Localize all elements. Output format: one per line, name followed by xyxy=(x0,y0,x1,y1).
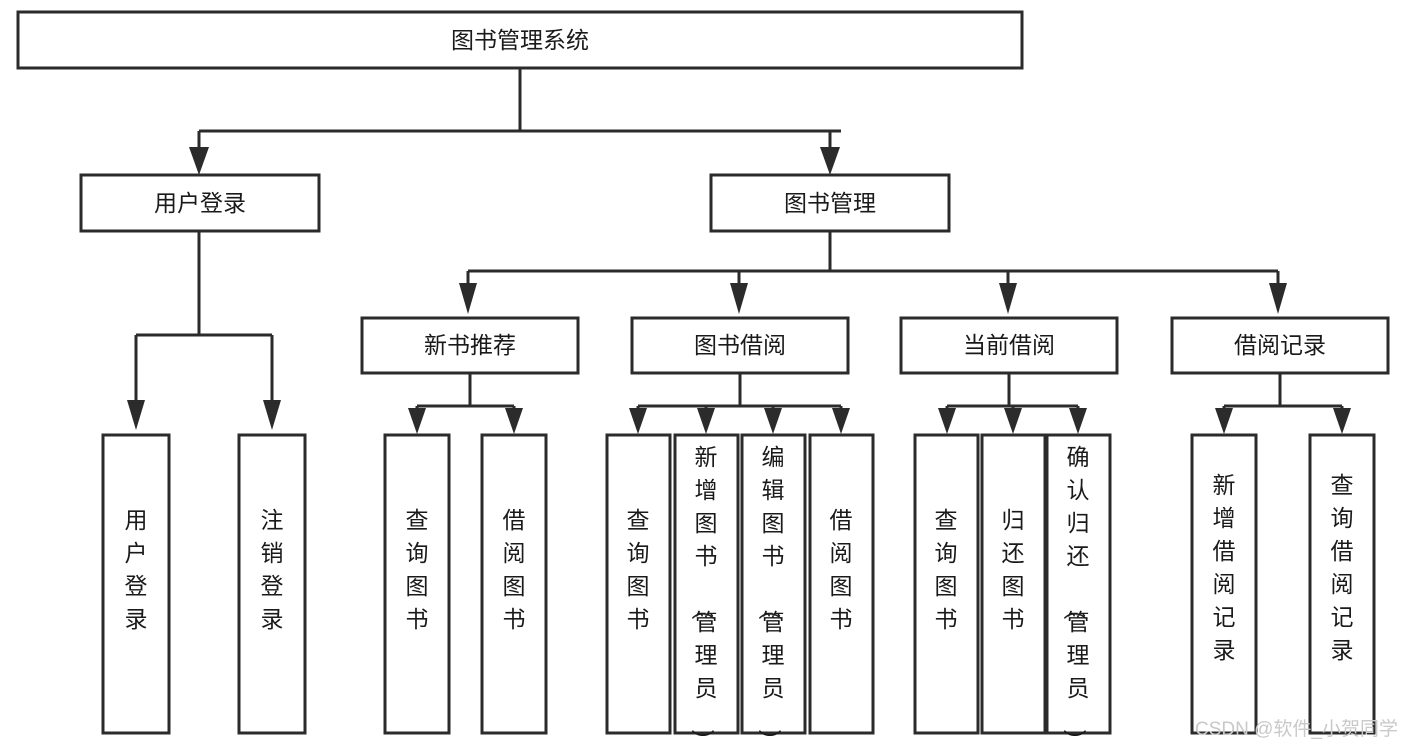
node-user-login-box[interactable] xyxy=(79,173,321,233)
node-leaf-query-record-box[interactable] xyxy=(1308,433,1376,735)
node-leaf-add-record[interactable]: 新增借阅记录 xyxy=(1190,433,1258,735)
arrow-head-icon xyxy=(832,408,850,434)
node-leaf-borrow-book-1[interactable]: 借阅图书 xyxy=(480,433,548,735)
node-root[interactable]: 图书管理系统 xyxy=(16,10,1024,70)
node-leaf-query-book-3-box[interactable] xyxy=(913,433,980,735)
node-leaf-user-logout-label: 注销登录 xyxy=(261,507,284,632)
node-book-borrow-label: 图书借阅 xyxy=(694,332,786,358)
arrow-head-icon xyxy=(1069,408,1087,434)
connector-book-manage-to-level3 xyxy=(459,231,1287,314)
connector-current-borrow-to-leaves xyxy=(938,373,1087,434)
node-book-manage[interactable]: 图书管理 xyxy=(709,173,951,233)
node-leaf-return-book[interactable]: 归还图书 xyxy=(980,433,1047,735)
arrow-head-icon xyxy=(938,408,956,434)
node-current-borrow-label: 当前借阅 xyxy=(963,332,1055,358)
node-leaf-borrow-book-1-label: 借阅图书 xyxy=(503,507,526,632)
arrow-head-icon xyxy=(1004,408,1022,434)
node-leaf-edit-book-label: 编辑图书（管理员） xyxy=(757,444,785,747)
arrow-head-icon xyxy=(629,408,647,434)
node-leaf-borrow-book-1-box[interactable] xyxy=(480,433,548,735)
arrow-head-icon xyxy=(730,283,748,314)
node-leaf-query-book-3-label: 查询图书 xyxy=(935,507,958,632)
node-leaf-add-record-label: 新增借阅记录 xyxy=(1213,472,1236,663)
node-leaf-user-logout-box[interactable] xyxy=(237,433,307,735)
arrow-head-icon xyxy=(1269,283,1287,314)
arrow-head-icon xyxy=(408,408,426,434)
node-leaf-edit-book[interactable]: 编辑图书（管理员） xyxy=(740,433,807,747)
node-leaf-query-book-1[interactable]: 查询图书 xyxy=(383,433,451,735)
node-leaf-query-record-label: 查询借阅记录 xyxy=(1331,472,1354,663)
node-leaf-query-record[interactable]: 查询借阅记录 xyxy=(1308,433,1376,735)
arrow-head-icon xyxy=(459,283,477,314)
node-leaf-query-book-3[interactable]: 查询图书 xyxy=(913,433,980,735)
node-root-label: 图书管理系统 xyxy=(451,27,589,53)
node-borrow-record-label: 借阅记录 xyxy=(1234,332,1326,358)
arrow-head-icon xyxy=(127,400,145,430)
node-new-book-recommend-label: 新书推荐 xyxy=(424,332,516,358)
node-leaf-user-login[interactable]: 用户登录 xyxy=(101,433,171,735)
node-user-login[interactable]: 用户登录 xyxy=(79,173,321,233)
arrow-head-icon xyxy=(820,147,840,175)
node-current-borrow[interactable]: 当前借阅 xyxy=(899,316,1119,375)
arrow-head-icon xyxy=(189,147,209,175)
node-leaf-confirm-return-box[interactable] xyxy=(1045,433,1112,735)
node-book-borrow-box[interactable] xyxy=(630,316,850,375)
arrow-head-icon xyxy=(505,408,523,434)
node-leaf-borrow-book-2-label: 借阅图书 xyxy=(830,507,853,632)
node-leaf-borrow-book-2[interactable]: 借阅图书 xyxy=(808,433,875,735)
watermark-label: CSDN @软件_小贺同学 xyxy=(1195,718,1398,740)
arrow-head-icon xyxy=(263,400,281,430)
node-leaf-add-book[interactable]: 新增图书（管理员） xyxy=(673,433,740,747)
node-leaf-query-book-1-box[interactable] xyxy=(383,433,451,735)
arrow-head-icon xyxy=(764,408,782,434)
connector-root-to-level2 xyxy=(189,68,841,175)
node-leaf-query-book-1-label: 查询图书 xyxy=(406,507,429,632)
arrow-head-icon xyxy=(1215,408,1233,434)
node-leaf-add-book-box[interactable] xyxy=(673,433,740,735)
node-user-login-label: 用户登录 xyxy=(154,190,246,216)
node-leaf-add-book-label: 新增图书（管理员） xyxy=(690,444,718,747)
node-leaf-confirm-return[interactable]: 确认归还（管理员） xyxy=(1045,433,1112,747)
connector-borrow-record-to-leaves xyxy=(1215,373,1351,434)
node-leaf-confirm-return-label: 确认归还（管理员） xyxy=(1062,444,1090,747)
node-root-box[interactable] xyxy=(16,10,1024,70)
connector-book-borrow-to-leaves xyxy=(629,373,850,434)
node-leaf-user-logout[interactable]: 注销登录 xyxy=(237,433,307,735)
node-new-book-recommend[interactable]: 新书推荐 xyxy=(360,316,580,375)
node-new-book-recommend-box[interactable] xyxy=(360,316,580,375)
node-leaf-return-book-label: 归还图书 xyxy=(1002,507,1025,632)
node-book-borrow[interactable]: 图书借阅 xyxy=(630,316,850,375)
node-leaf-query-book-2-box[interactable] xyxy=(605,433,672,735)
node-leaf-query-book-2[interactable]: 查询图书 xyxy=(605,433,672,735)
node-borrow-record[interactable]: 借阅记录 xyxy=(1170,316,1390,375)
node-leaf-user-login-label: 用户登录 xyxy=(125,507,148,632)
node-leaf-add-record-box[interactable] xyxy=(1190,433,1258,735)
node-leaf-borrow-book-2-box[interactable] xyxy=(808,433,875,735)
node-leaf-edit-book-box[interactable] xyxy=(740,433,807,735)
node-book-manage-label: 图书管理 xyxy=(784,190,876,216)
node-leaf-user-login-box[interactable] xyxy=(101,433,171,735)
node-leaf-query-book-2-label: 查询图书 xyxy=(627,507,650,632)
node-leaf-return-book-box[interactable] xyxy=(980,433,1047,735)
connector-new-book-recommend-to-leaves xyxy=(408,373,523,434)
arrow-head-icon xyxy=(999,283,1017,314)
node-borrow-record-box[interactable] xyxy=(1170,316,1390,375)
node-current-borrow-box[interactable] xyxy=(899,316,1119,375)
arrow-head-icon xyxy=(1333,408,1351,434)
arrow-head-icon xyxy=(697,408,715,434)
node-book-manage-box[interactable] xyxy=(709,173,951,233)
connector-user-login-to-leaves xyxy=(127,231,281,430)
